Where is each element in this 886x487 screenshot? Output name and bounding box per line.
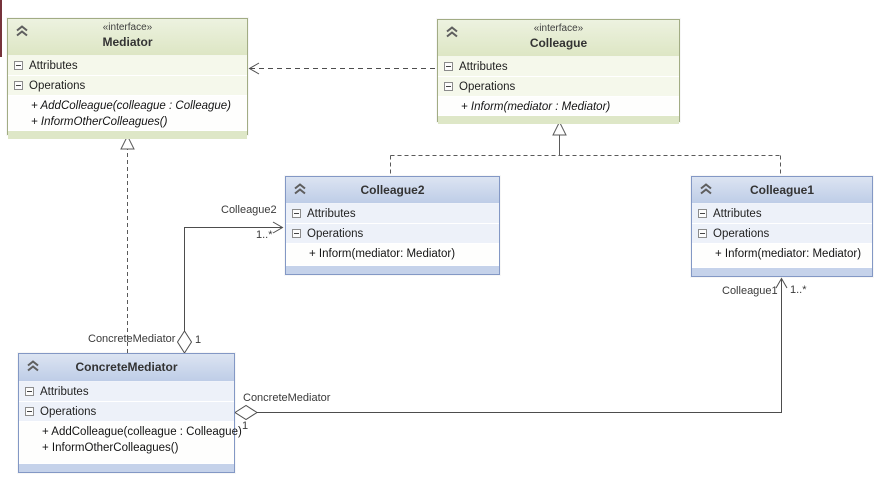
aggregation-diamond-icon	[234, 404, 258, 421]
operations-compartment[interactable]: Operations	[286, 224, 499, 244]
class-header: Colleague2	[286, 177, 499, 204]
multiplicity-label-colleague2: 1..*	[256, 229, 273, 241]
class-header: «interface» Colleague	[438, 20, 679, 57]
realization-colleagues-to-colleague[interactable]	[390, 120, 781, 176]
class-header: «interface» Mediator	[8, 19, 247, 56]
attributes-label: Attributes	[307, 207, 356, 220]
operations-compartment[interactable]: Operations	[438, 77, 679, 97]
attributes-compartment[interactable]: Attributes	[286, 204, 499, 224]
hollow-triangle-icon	[552, 120, 567, 136]
operation-item: + Inform(mediator : Mediator)	[461, 101, 611, 113]
operations-compartment[interactable]: Operations	[8, 76, 247, 96]
operation-item: + InformOtherColleagues()	[42, 442, 179, 454]
open-arrowhead-icon	[272, 221, 284, 234]
members-list: + Inform(mediator: Mediator)	[692, 244, 872, 267]
collapse-chevron-icon[interactable]	[14, 24, 30, 38]
class-box-colleague[interactable]: «interface» Colleague Attributes Operati…	[437, 19, 680, 124]
class-header: ConcreteMediator	[19, 354, 234, 382]
aggregation-diamond-icon	[176, 330, 193, 354]
box-footer	[286, 265, 499, 274]
collapse-minus-icon[interactable]	[698, 229, 707, 238]
class-box-colleague1[interactable]: Colleague1 Attributes Operations + Infor…	[691, 176, 873, 277]
role-label-colleague2: Colleague2	[221, 204, 277, 216]
box-footer	[8, 130, 247, 139]
members-list: + AddColleague(colleague : Colleague) + …	[8, 96, 247, 130]
class-name: ConcreteMediator	[75, 360, 178, 374]
collapse-minus-icon[interactable]	[14, 81, 23, 90]
collapse-minus-icon[interactable]	[14, 61, 23, 70]
collapse-minus-icon[interactable]	[292, 229, 301, 238]
operation-item: + AddColleague(colleague : Colleague)	[42, 426, 242, 438]
hollow-triangle-icon	[120, 134, 135, 150]
collapse-minus-icon[interactable]	[25, 407, 34, 416]
operations-compartment[interactable]: Operations	[692, 224, 872, 244]
collapse-chevron-icon[interactable]	[698, 182, 714, 196]
role-label-concretemediator-right: ConcreteMediator	[243, 392, 331, 404]
collapse-minus-icon[interactable]	[698, 209, 707, 218]
attributes-label: Attributes	[40, 385, 89, 398]
collapse-minus-icon[interactable]	[25, 387, 34, 396]
multiplicity-label-concretemediator-top: 1	[195, 334, 202, 346]
attributes-compartment[interactable]: Attributes	[438, 57, 679, 77]
role-label-concretemediator-top: ConcreteMediator	[88, 333, 176, 345]
operations-label: Operations	[40, 405, 97, 418]
operations-label: Operations	[459, 80, 516, 93]
attributes-label: Attributes	[713, 207, 762, 220]
class-box-mediator[interactable]: «interface» Mediator Attributes Operatio…	[7, 18, 248, 139]
association-concretemediator-colleague2[interactable]	[176, 221, 284, 354]
open-arrowhead-icon	[248, 62, 260, 75]
operation-item: + Inform(mediator: Mediator)	[715, 248, 862, 260]
role-label-colleague1: Colleague1	[722, 285, 778, 297]
collapse-minus-icon[interactable]	[292, 209, 301, 218]
collapse-chevron-icon[interactable]	[444, 25, 460, 39]
operations-label: Operations	[29, 79, 86, 92]
box-footer	[19, 463, 234, 472]
collapse-minus-icon[interactable]	[444, 62, 453, 71]
operation-item: + InformOtherColleagues()	[31, 116, 168, 128]
collapse-minus-icon[interactable]	[444, 82, 453, 91]
dependency-colleague-to-mediator[interactable]	[248, 62, 438, 75]
operations-label: Operations	[307, 227, 364, 240]
class-box-concretemediator[interactable]: ConcreteMediator Attributes Operations +…	[18, 353, 242, 473]
members-list: + Inform(mediator : Mediator)	[438, 97, 679, 115]
clipped-window-edge	[0, 0, 2, 57]
realization-concretemediator-to-mediator[interactable]	[120, 134, 135, 353]
operation-item: + AddColleague(colleague : Colleague)	[31, 100, 232, 112]
collapse-chevron-icon[interactable]	[292, 182, 308, 196]
operations-compartment[interactable]: Operations	[19, 402, 234, 422]
open-arrowhead-icon	[775, 277, 788, 289]
members-list: + AddColleague(colleague : Colleague) + …	[19, 422, 242, 463]
operations-label: Operations	[713, 227, 770, 240]
collapse-chevron-icon[interactable]	[25, 359, 41, 373]
members-list: + Inform(mediator: Mediator)	[286, 244, 499, 265]
class-name: Mediator	[102, 35, 153, 49]
class-box-colleague2[interactable]: Colleague2 Attributes Operations + Infor…	[285, 176, 500, 275]
stereotype-label: «interface»	[533, 23, 584, 34]
box-footer	[438, 115, 679, 124]
attributes-compartment[interactable]: Attributes	[8, 56, 247, 76]
attributes-label: Attributes	[29, 59, 78, 72]
attributes-label: Attributes	[459, 60, 508, 73]
attributes-compartment[interactable]: Attributes	[692, 204, 872, 224]
class-name: Colleague2	[360, 183, 425, 197]
class-name: Colleague	[529, 36, 588, 50]
class-header: Colleague1	[692, 177, 872, 204]
multiplicity-label-concretemediator-right: 1	[242, 420, 249, 432]
class-name: Colleague1	[749, 183, 815, 197]
attributes-compartment[interactable]: Attributes	[19, 382, 234, 402]
multiplicity-label-colleague1: 1..*	[790, 284, 807, 296]
box-footer	[692, 267, 872, 276]
association-concretemediator-colleague1[interactable]	[234, 277, 788, 421]
stereotype-label: «interface»	[102, 22, 153, 33]
operation-item: + Inform(mediator: Mediator)	[309, 248, 456, 260]
